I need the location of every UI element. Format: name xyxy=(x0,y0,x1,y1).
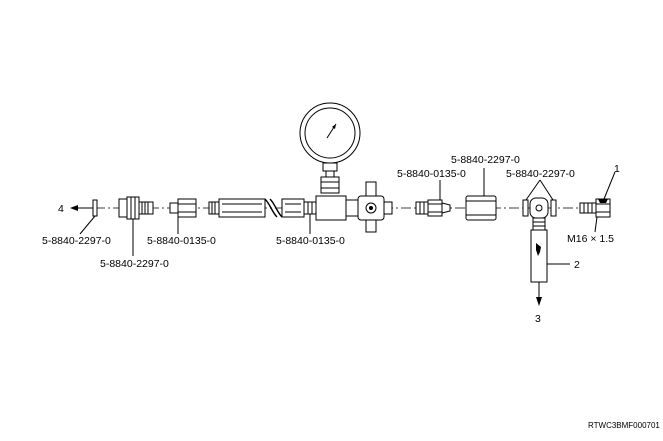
label-union-left: 5-8840-2297-0 xyxy=(100,258,169,270)
tee-valve-body xyxy=(315,181,393,233)
label-hose-middle: 5-8840-0135-0 xyxy=(276,235,345,247)
flare-nut-right xyxy=(415,199,451,217)
label-flare-nut-left: 5-8840-0135-0 xyxy=(147,235,216,247)
washer-right-a xyxy=(522,199,529,217)
figure-code: RTWC3BMF000701 xyxy=(588,421,660,430)
union-bolt-right xyxy=(579,198,611,218)
callout-2: 2 xyxy=(574,259,580,271)
flare-nut-left xyxy=(169,198,197,218)
label-adapter-right: 5-8840-2297-0 xyxy=(451,154,520,166)
adapter-right xyxy=(465,195,497,221)
union-fitting-left xyxy=(118,196,154,220)
label-washer-left: 5-8840-2297-0 xyxy=(42,235,111,247)
hose-assembly xyxy=(208,198,317,218)
banjo-fitting xyxy=(529,197,549,306)
washer-left xyxy=(92,199,98,217)
label-washers-right: 5-8840-2297-0 xyxy=(506,168,575,180)
callout-3: 3 xyxy=(535,313,541,325)
leader-lines xyxy=(79,168,616,265)
callout-4: 4 xyxy=(58,203,64,215)
callout-1: 1 xyxy=(614,163,620,175)
arrow-4 xyxy=(70,205,93,211)
label-thread-spec: M16 × 1.5 xyxy=(567,233,614,245)
washer-right-b xyxy=(550,199,557,217)
pressure-gauge xyxy=(299,102,361,194)
label-flare-nut-right: 5-8840-0135-0 xyxy=(397,168,466,180)
